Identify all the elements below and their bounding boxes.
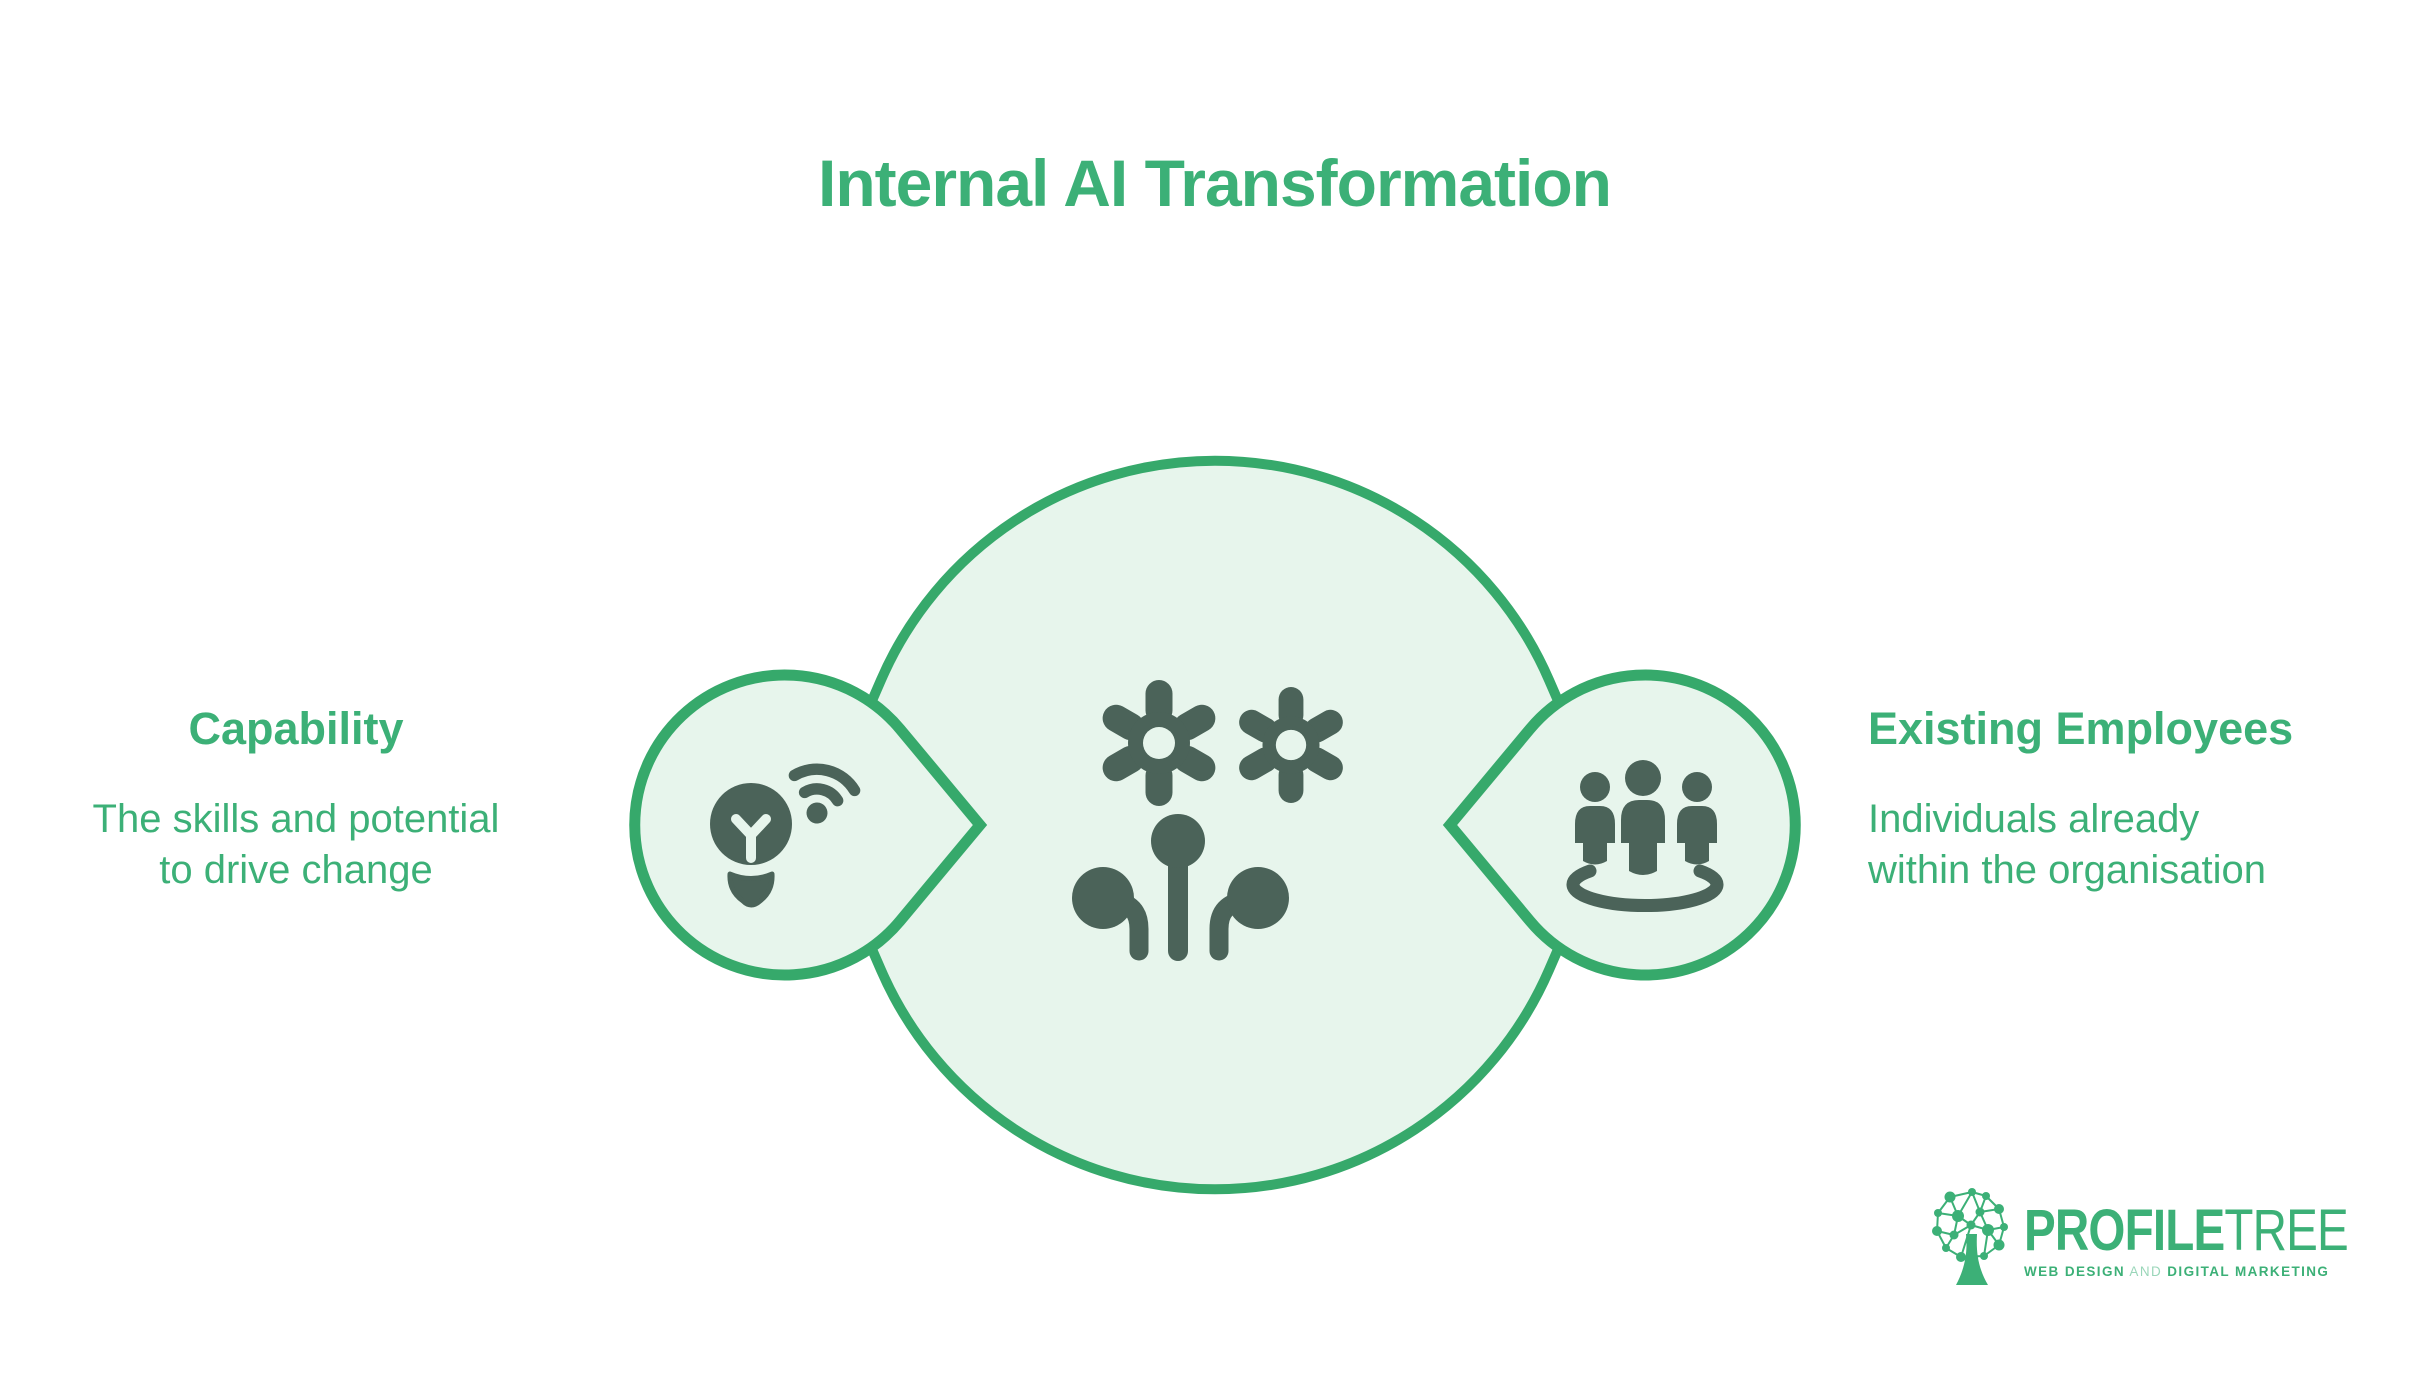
gear-flower-icon [1102,680,1216,806]
capability-heading: Capability [188,703,404,754]
capability-text-block: Capability The skills and potential to d… [46,704,546,896]
person-icon [1621,760,1665,875]
brand-profile: PROFILE [2024,1198,2225,1263]
smart-bulb-wifi-icon [710,763,861,908]
gear-flower-icon [1239,687,1343,803]
profiletree-logo: PROFILETREE WEB DESIGN AND DIGITAL MARKE… [1930,1192,2419,1300]
person-icon [1575,772,1615,865]
existing-employees-text-block: Existing Employees Individuals already w… [1868,704,2388,896]
brand-tree: TREE [2224,1198,2348,1263]
people-group-icon [1566,760,1724,913]
profiletree-tagline: WEB DESIGN AND DIGITAL MARKETING [2024,1264,2330,1279]
profiletree-logo-text: PROFILETREE WEB DESIGN AND DIGITAL MARKE… [2024,1202,2419,1279]
profiletree-tree-icon [1932,1188,2008,1285]
person-icon [1677,772,1717,865]
gears-sprout-icon [1072,680,1343,961]
existing-employees-heading: Existing Employees [1868,703,2294,754]
profiletree-logo-spacer [1930,1192,2014,1300]
page-title: Internal AI Transformation [817,146,1612,220]
profiletree-brand: PROFILETREE [2024,1202,2349,1260]
capability-description: The skills and potential to drive change [92,796,500,892]
capability-teardrop-shape [629,669,988,981]
existing-employees-description: Individuals already within the organisat… [1868,796,2267,892]
wifi-icon [788,763,861,824]
sprout-icon [1072,814,1289,961]
